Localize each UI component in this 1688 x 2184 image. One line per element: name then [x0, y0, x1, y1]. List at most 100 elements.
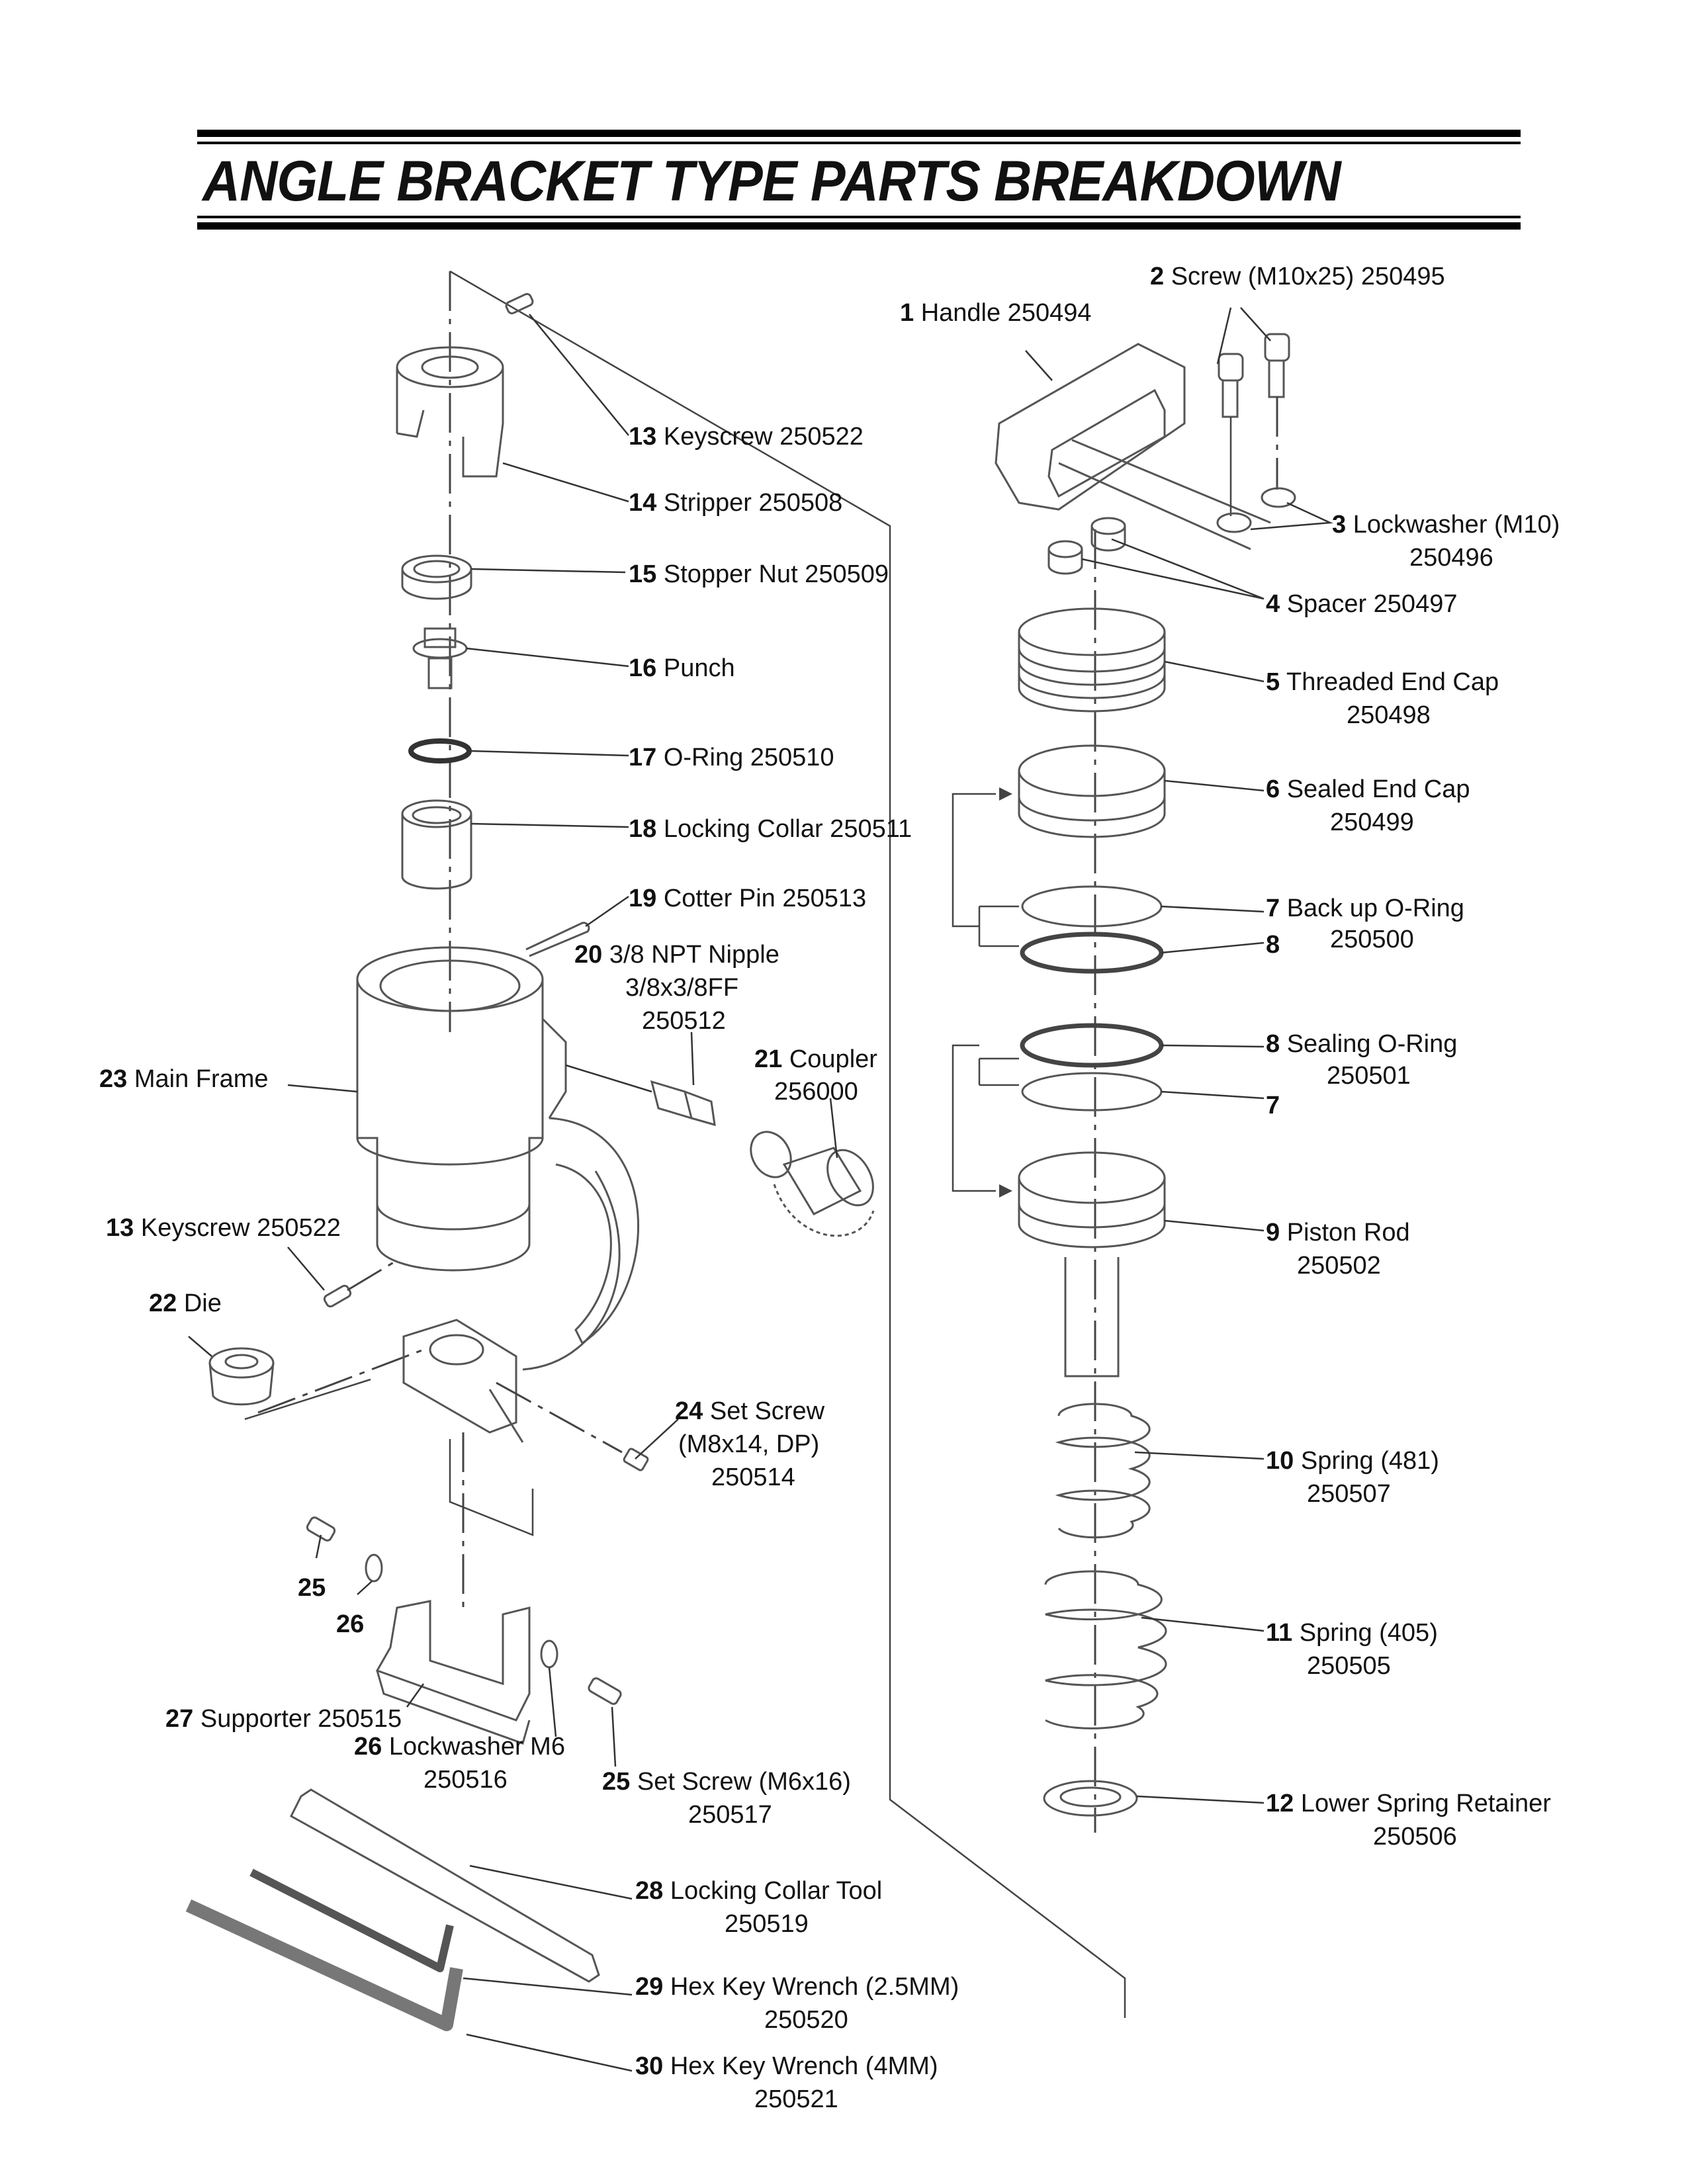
part-label-1: 1 Handle 250494 [900, 299, 1091, 327]
part-label-9: 9 Piston Rod [1266, 1219, 1410, 1246]
locking-collar-tool-part [290, 1788, 600, 1983]
sealing-o-ring-part [1020, 1023, 1164, 1068]
stripper-part [396, 346, 504, 478]
part-label-29: 29 Hex Key Wrench (2.5MM) [635, 1973, 959, 2001]
title-rule-top-thin [197, 142, 1521, 144]
part-label-15: 15 Stopper Nut 250509 [629, 560, 889, 588]
title-rule-bottom-thick [197, 222, 1521, 230]
part-number-8: 250501 [1327, 1062, 1411, 1090]
main-frame-part [356, 946, 640, 1371]
part-label-5: 5 Threaded End Cap [1266, 668, 1499, 696]
die-part [208, 1347, 275, 1406]
part-label-21: 21 Coupler [754, 1045, 877, 1073]
back-up-o-ring-part [1021, 1072, 1163, 1112]
back-up-o-ring-part [1021, 885, 1163, 928]
nipple-part [650, 1080, 716, 1127]
sealed-end-cap-part [1018, 744, 1166, 838]
page-title: ANGLE BRACKET TYPE PARTS BREAKDOWN [202, 150, 1341, 213]
part-label-27: 27 Supporter 250515 [165, 1705, 402, 1733]
upper-bracket-arrow [952, 793, 1019, 947]
part-label-7: 7 Back up O-Ring [1266, 895, 1464, 922]
lockwasher-m6-left-part [365, 1553, 383, 1583]
part-number-25: 250517 [688, 1801, 772, 1829]
part-label-17: 17 O-Ring 250510 [629, 744, 834, 771]
part-label-26: 26 Lockwasher M6 [354, 1733, 565, 1761]
part-number-26: 250516 [423, 1766, 508, 1794]
part-label-26-upper: 26 [336, 1610, 364, 1638]
part-label-8: 8 Sealing O-Ring [1266, 1030, 1457, 1058]
part-label-12: 12 Lower Spring Retainer [1266, 1790, 1551, 1817]
part-number-20: 250512 [642, 1007, 726, 1035]
set-screw-m8-part [623, 1448, 649, 1471]
part-label-22: 22 Die [149, 1289, 222, 1317]
locking-collar-part [401, 799, 472, 890]
piston-rod-part [1018, 1151, 1166, 1377]
part-label-11: 11 Spring (405) [1266, 1619, 1438, 1647]
part-number-5: 250498 [1347, 701, 1431, 729]
part-number-11: 250505 [1307, 1652, 1391, 1680]
part-number-30: 250521 [754, 2085, 838, 2113]
part-spec-20: 3/8x3/8FF [625, 974, 738, 1002]
part-label-25: 25 Set Screw (M6x16) [602, 1768, 851, 1796]
part-spec-24: (M8x14, DP) [678, 1430, 819, 1458]
set-screw-m6-left-part [306, 1516, 336, 1542]
spring-405-part [1044, 1570, 1167, 1729]
part-label-8-upper: 8 [1266, 931, 1280, 959]
part-label-19: 19 Cotter Pin 250513 [629, 885, 866, 912]
screw-m10-part [1218, 333, 1290, 516]
die-holder-part [402, 1319, 524, 1443]
lockwasher-m6-right-part [540, 1639, 558, 1669]
coupler-part [750, 1131, 875, 1237]
lower-arrowhead [999, 1184, 1012, 1198]
punch-part [412, 627, 468, 689]
part-label-13-lower: 13 Keyscrew 250522 [106, 1214, 341, 1242]
part-label-10: 10 Spring (481) [1266, 1447, 1439, 1475]
part-label-3: 3 Lockwasher (M10) [1332, 511, 1560, 539]
stopper-nut-part [401, 554, 472, 600]
leader-lines [188, 307, 1333, 2072]
part-label-6: 6 Sealed End Cap [1266, 775, 1470, 803]
title-rule-top-thick [197, 130, 1521, 137]
part-number-6: 250499 [1330, 808, 1414, 836]
keyscrew-top-part [505, 292, 534, 315]
part-number-24: 250514 [711, 1463, 795, 1491]
part-number-21: 256000 [774, 1078, 858, 1106]
lockwasher-m10-part [1216, 512, 1252, 533]
handle-part [995, 343, 1271, 550]
hex-key-2-5mm-part [249, 1868, 454, 1972]
part-label-20: 20 3/8 NPT Nipple [574, 941, 779, 969]
part-label-24: 24 Set Screw [675, 1397, 825, 1425]
part-number-10: 250507 [1307, 1480, 1391, 1508]
part-label-16: 16 Punch [629, 654, 735, 682]
set-screw-m6-right-part [588, 1677, 622, 1705]
spring-481-part [1055, 1403, 1151, 1539]
lockwasher-m10-part [1261, 487, 1296, 508]
title-rule-bottom-thin [197, 216, 1521, 218]
part-number-28: 250519 [725, 1910, 809, 1938]
part-label-28: 28 Locking Collar Tool [635, 1877, 882, 1905]
lower-bracket-arrow [952, 1044, 1019, 1192]
part-number-9: 250502 [1297, 1252, 1381, 1280]
upper-arrowhead [999, 787, 1012, 801]
assembly-guide-line [449, 270, 1126, 2018]
o-ring-part [408, 738, 472, 764]
part-label-18: 18 Locking Collar 250511 [629, 815, 912, 843]
part-label-13: 13 Keyscrew 250522 [629, 423, 864, 451]
part-label-14: 14 Stripper 250508 [629, 489, 842, 517]
sealing-o-ring-part [1020, 932, 1164, 974]
spacer-part [1047, 517, 1126, 575]
part-label-30: 30 Hex Key Wrench (4MM) [635, 2052, 938, 2080]
part-label-25-upper: 25 [298, 1574, 326, 1602]
lower-spring-retainer-part [1043, 1780, 1138, 1817]
keyscrew-lower-part [323, 1284, 352, 1308]
part-label-7-lower: 7 [1266, 1092, 1280, 1119]
part-number-3: 250496 [1409, 544, 1493, 572]
part-number-7: 250500 [1330, 926, 1414, 953]
part-label-23: 23 Main Frame [99, 1065, 269, 1093]
part-label-2: 2 Screw (M10x25) 250495 [1150, 263, 1445, 290]
hex-key-4mm-part [185, 1899, 463, 2031]
part-number-12: 250506 [1373, 1823, 1457, 1851]
threaded-end-cap-part [1018, 607, 1166, 713]
part-number-29: 250520 [764, 2006, 848, 2034]
